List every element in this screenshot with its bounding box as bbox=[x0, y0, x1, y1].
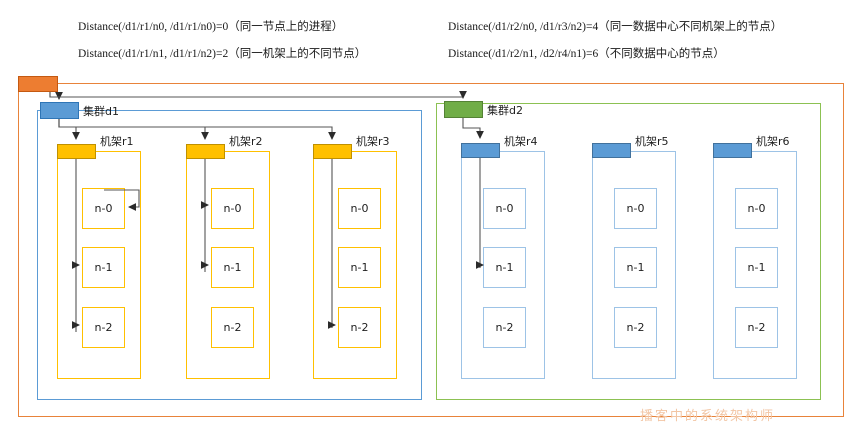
node-d1-r2-n1[interactable]: n-1 bbox=[211, 247, 254, 288]
rack-r4-frame bbox=[461, 151, 545, 379]
cluster-d1-frame bbox=[37, 110, 422, 400]
rack-r1-label: 机架r1 bbox=[100, 135, 134, 148]
rack-r2-tab[interactable] bbox=[186, 144, 225, 159]
node-d1-r3-n0[interactable]: n-0 bbox=[338, 188, 381, 229]
legend-line-4: Distance(/d1/r2/n1, /d2/r4/n1)=6（不同数据中心的… bbox=[448, 48, 725, 60]
rack-r2-label: 机架r2 bbox=[229, 135, 263, 148]
node-d1-r2-n0[interactable]: n-0 bbox=[211, 188, 254, 229]
cluster-d1-tab[interactable] bbox=[40, 102, 79, 119]
rack-r6-frame bbox=[713, 151, 797, 379]
rack-r2-frame bbox=[186, 151, 270, 379]
legend-line-3: Distance(/d1/r2/n0, /d1/r3/n2)=4（同一数据中心不… bbox=[448, 21, 783, 33]
rack-r1-frame bbox=[57, 151, 141, 379]
rack-r4-label: 机架r4 bbox=[504, 135, 538, 148]
rack-r6-label: 机架r6 bbox=[756, 135, 790, 148]
root-frame bbox=[18, 83, 844, 417]
node-d1-r3-n2[interactable]: n-2 bbox=[338, 307, 381, 348]
node-d2-r6-n2[interactable]: n-2 bbox=[735, 307, 778, 348]
rack-r5-frame bbox=[592, 151, 676, 379]
rack-r3-label: 机架r3 bbox=[356, 135, 390, 148]
node-d1-r3-n1[interactable]: n-1 bbox=[338, 247, 381, 288]
cluster-d2-tab[interactable] bbox=[444, 101, 483, 118]
rack-r5-tab[interactable] bbox=[592, 143, 631, 158]
rack-r5-label: 机架r5 bbox=[635, 135, 669, 148]
legend-line-1: Distance(/d1/r1/n0, /d1/r1/n0)=0（同一节点上的进… bbox=[78, 21, 344, 33]
cluster-d1-label: 集群d1 bbox=[83, 105, 119, 118]
cluster-d2-label: 集群d2 bbox=[487, 104, 523, 117]
node-d1-r1-n0[interactable]: n-0 bbox=[82, 188, 125, 229]
cluster-d2-frame bbox=[436, 103, 821, 400]
node-d2-r6-n1[interactable]: n-1 bbox=[735, 247, 778, 288]
node-d1-r1-n2[interactable]: n-2 bbox=[82, 307, 125, 348]
node-d2-r6-n0[interactable]: n-0 bbox=[735, 188, 778, 229]
node-d2-r5-n2[interactable]: n-2 bbox=[614, 307, 657, 348]
rack-r3-frame bbox=[313, 151, 397, 379]
node-d2-r5-n0[interactable]: n-0 bbox=[614, 188, 657, 229]
node-d2-r5-n1[interactable]: n-1 bbox=[614, 247, 657, 288]
node-d2-r4-n1[interactable]: n-1 bbox=[483, 247, 526, 288]
legend-line-2: Distance(/d1/r1/n1, /d1/r1/n2)=2（同一机架上的不… bbox=[78, 48, 367, 60]
node-d1-r1-n1[interactable]: n-1 bbox=[82, 247, 125, 288]
rack-r6-tab[interactable] bbox=[713, 143, 752, 158]
rack-r3-tab[interactable] bbox=[313, 144, 352, 159]
root-tab[interactable] bbox=[18, 76, 58, 92]
node-d2-r4-n0[interactable]: n-0 bbox=[483, 188, 526, 229]
node-d2-r4-n2[interactable]: n-2 bbox=[483, 307, 526, 348]
rack-r1-tab[interactable] bbox=[57, 144, 96, 159]
rack-r4-tab[interactable] bbox=[461, 143, 500, 158]
node-d1-r2-n2[interactable]: n-2 bbox=[211, 307, 254, 348]
watermark: 播客中的系统架构师 bbox=[640, 409, 776, 424]
